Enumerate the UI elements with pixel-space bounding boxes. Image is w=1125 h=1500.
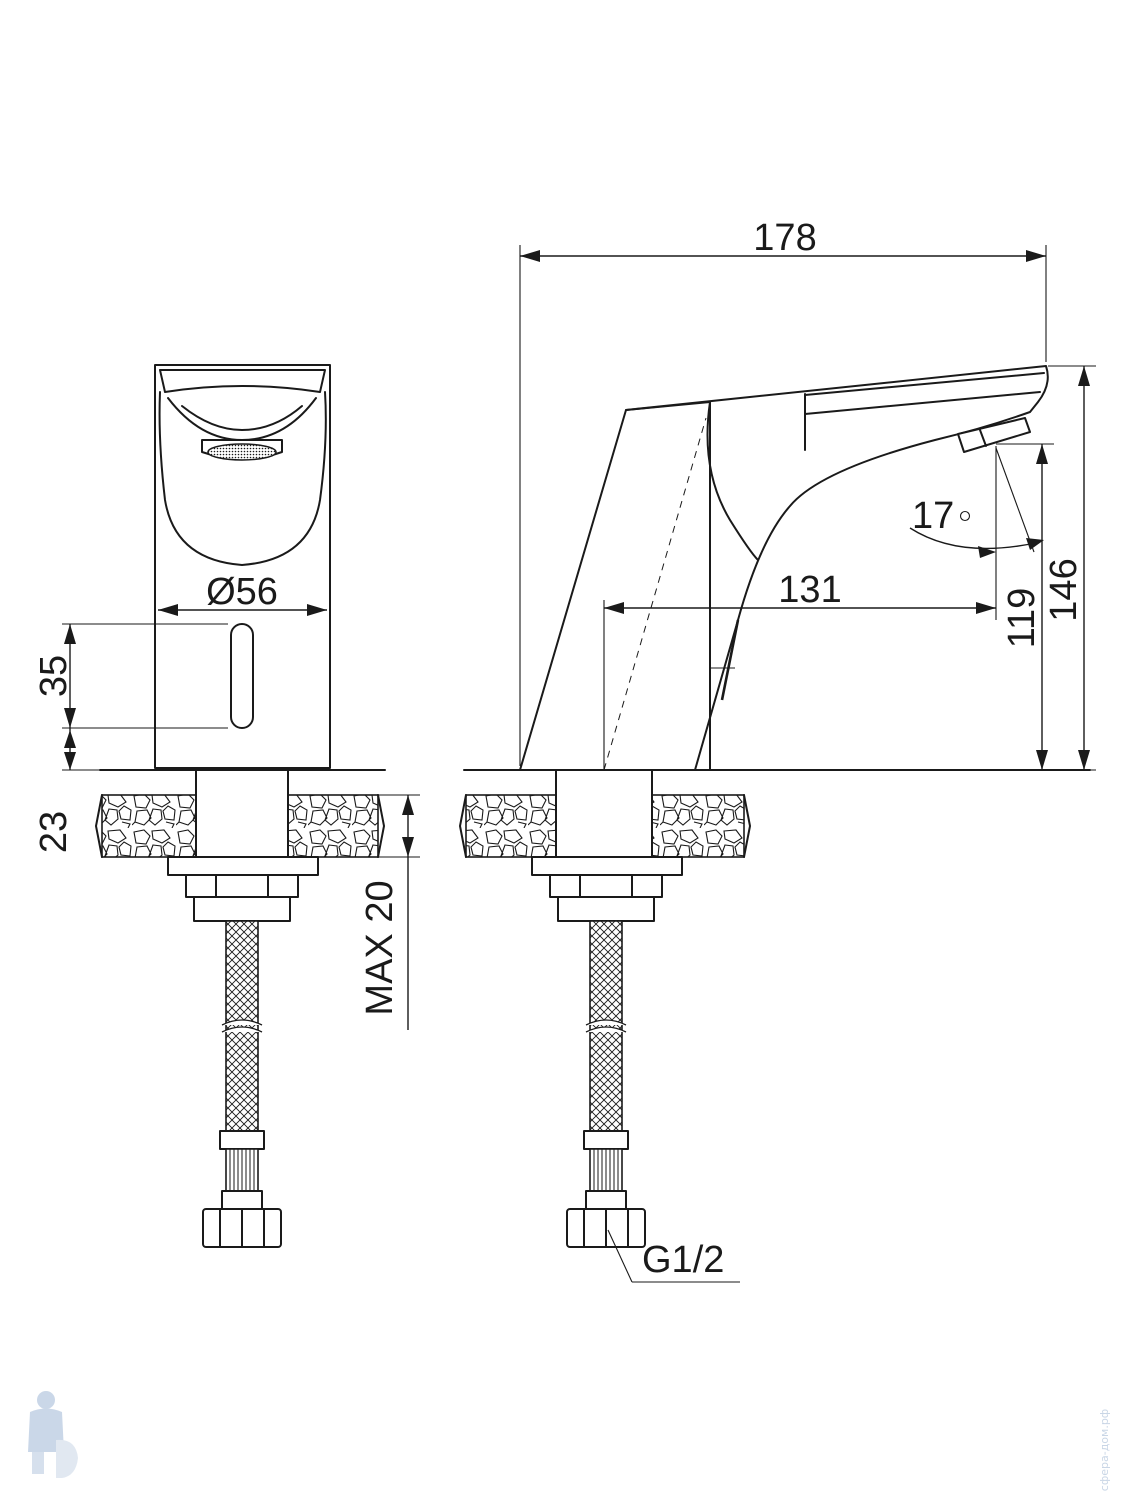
front-spout-shell [158,391,327,566]
dim-178-label: 178 [753,217,816,259]
dim-131-label: 131 [778,569,841,611]
front-faucet-body [154,364,331,769]
side-countertop [459,769,1091,858]
front-spout-inner [167,397,317,441]
dim-thread-label: G1/2 [642,1239,724,1281]
dim-countertop: MAX 20 [359,794,420,1030]
dim-35-label: 35 [33,655,75,697]
aerator-icon [201,439,283,461]
front-flex-hose [202,920,282,1248]
dim-17-label: 17 [912,495,954,537]
dim-spout-angle: 17 [909,447,1044,558]
dim-spout-reach: 131 [603,446,997,770]
watermark-site: сфера-дом.рф [1098,1409,1111,1491]
side-nozzle [957,417,1031,453]
dim-sensor-window: 35 [33,623,228,729]
sensor-window [230,623,254,729]
dim-spout-height: 146 [960,365,1096,771]
plumber-mascot-icon [28,1391,78,1478]
dim-diameter: Ø56 [158,571,327,616]
dim-overall-length: 178 [519,217,1047,766]
side-view: G1/2 178 146 119 [459,217,1096,1283]
side-flex-hose [566,920,646,1248]
dim-146-label: 146 [1043,558,1085,621]
dim-sensor-base: 23 [33,728,102,853]
side-mounting-nut [531,856,683,922]
dim-diameter-label: Ø56 [206,571,278,613]
side-faucet-body [519,365,1049,771]
front-mounting-nut [167,856,319,922]
front-countertop [95,769,386,858]
dim-outlet-height: 119 [996,443,1054,770]
dim-23-label: 23 [33,811,75,853]
front-top-cap [159,369,326,393]
dim-119-label: 119 [1001,588,1043,649]
degree-symbol [959,510,971,522]
dim-max20-label: MAX 20 [359,880,401,1015]
dim-thread: G1/2 [607,1229,740,1283]
front-view: Ø56 35 23 MAX 20 [33,364,420,1248]
